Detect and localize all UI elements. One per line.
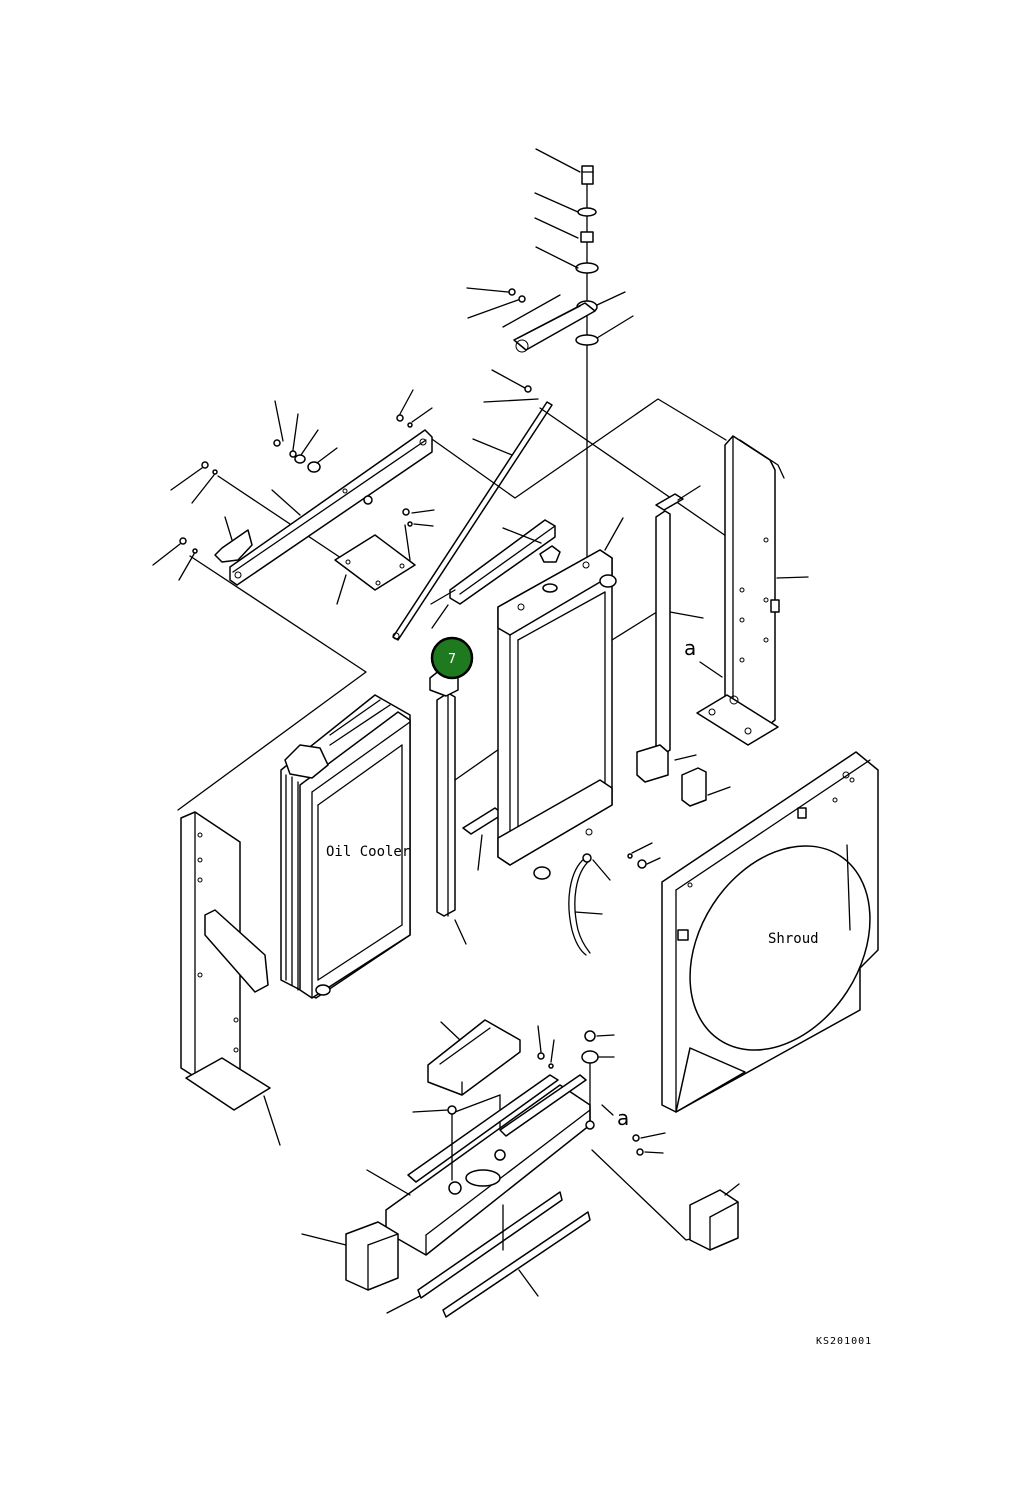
shroud-label: Shroud <box>768 931 819 947</box>
radiator-core <box>497 517 661 880</box>
reference-mark-a-bottom: a <box>617 1106 629 1130</box>
callout-badge-circle[interactable] <box>430 636 474 680</box>
callout-badge-number[interactable]: 7 <box>448 652 456 667</box>
left-tall-support <box>180 811 281 1146</box>
top-bolt-stack <box>534 148 634 561</box>
upper-bracket <box>466 287 596 353</box>
shroud <box>661 751 879 1113</box>
drawing-code: KS201001 <box>816 1336 872 1347</box>
right-tall-support <box>696 435 809 746</box>
reference-mark-a-top: a <box>684 636 696 660</box>
hose-and-fittings <box>568 842 661 956</box>
oil-cooler-label: Oil Cooler <box>326 844 410 860</box>
upper-left-bracket <box>152 389 435 605</box>
top-seal-bars <box>430 519 561 605</box>
stay-rod <box>392 369 553 641</box>
callout-badge[interactable]: 7 <box>430 636 474 680</box>
oil-cooler <box>280 694 411 999</box>
right-seal-strip <box>636 485 731 807</box>
bottom-base-assembly <box>301 1019 740 1318</box>
reference-lines <box>177 398 737 1241</box>
